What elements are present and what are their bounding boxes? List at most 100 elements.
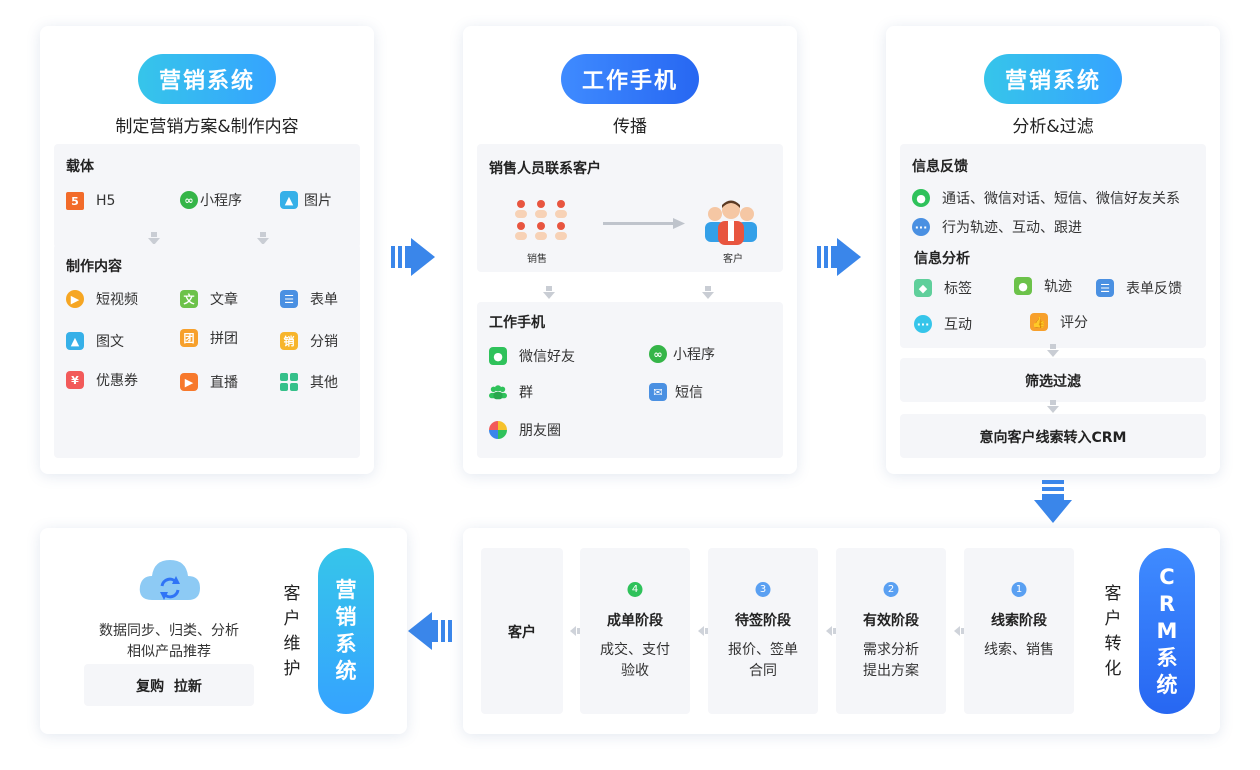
- analysis-item: ··· 互动: [914, 314, 972, 334]
- pill-char: R: [1158, 591, 1176, 616]
- carrier-panel: 载体 5 H5 ∞ 小程序 ▲ 图片: [54, 144, 360, 248]
- customer-conversion-label: 客户转化: [1103, 582, 1123, 682]
- recommend-text: 相似产品推荐: [127, 644, 211, 660]
- down-arrow-icon: [1034, 480, 1072, 523]
- feedback-panel: 信息反馈 ● 通话、微信对话、短信、微信好友关系 ··· 行为轨迹、互动、跟进 …: [900, 144, 1206, 348]
- thumbs-up-icon: 👍: [1030, 313, 1048, 331]
- channel-miniprogram: ∞ 小程序: [649, 344, 715, 364]
- analysis-item: ◆ 标签: [914, 278, 972, 298]
- analysis-item: 👍 评分: [1030, 312, 1088, 332]
- pill-char: M: [1156, 618, 1178, 643]
- carrier-image: ▲ 图片: [280, 190, 332, 210]
- down-arrow-icon: [1047, 400, 1059, 413]
- analysis-title: 信息分析: [914, 251, 970, 267]
- pill-char: C: [1159, 564, 1175, 589]
- right-arrow-icon: [817, 238, 861, 276]
- stage-desc: 需求分析提出方案: [863, 642, 919, 679]
- content-item: ▶ 直播: [180, 372, 238, 392]
- content-item: ¥ 优惠券: [66, 370, 138, 390]
- tag-icon: ◆: [914, 279, 932, 297]
- stage-name: 待签阶段: [735, 613, 791, 629]
- channel-moments: 朋友圈: [489, 420, 561, 440]
- stage-valid: 2 有效阶段 需求分析提出方案: [836, 548, 946, 714]
- channel-sms: ✉ 短信: [649, 382, 703, 402]
- pill-char: 统: [1156, 672, 1178, 697]
- work-phone-pill: 工作手机: [561, 54, 699, 104]
- feedback-item: ··· 行为轨迹、互动、跟进: [912, 217, 1082, 237]
- carrier-label: 小程序: [200, 193, 242, 209]
- content-title: 制作内容: [66, 259, 122, 275]
- down-arrow-icon: [543, 286, 555, 299]
- left-arrow-icon: [826, 626, 837, 636]
- form-icon: ☰: [1096, 279, 1114, 297]
- vertical-char: 护: [283, 659, 301, 679]
- filter-panel: 筛选过滤: [900, 358, 1206, 402]
- wechat-icon: ●: [489, 347, 507, 365]
- video-icon: ▶: [66, 290, 84, 308]
- customer-stage: 客户: [481, 548, 563, 714]
- stage-number: 2: [883, 582, 899, 597]
- customer-label: 客户: [723, 254, 743, 265]
- group-buy-icon: 团: [180, 329, 198, 347]
- carrier-title: 载体: [66, 159, 94, 175]
- article-icon: 文: [180, 290, 198, 308]
- pill-char: 系: [335, 632, 357, 656]
- stage-desc: 线索、销售: [984, 642, 1054, 658]
- channel-wechat-friend: ● 微信好友: [489, 346, 575, 366]
- analysis-item: ● 轨迹: [1014, 276, 1072, 296]
- down-arrow-icon: [148, 232, 160, 245]
- feedback-title: 信息反馈: [912, 159, 968, 175]
- image-icon: ▲: [280, 191, 298, 209]
- cloud-sync-icon: [139, 560, 200, 600]
- content-item: 文 文章: [180, 289, 238, 309]
- card-subtitle: 分析&过滤: [1012, 117, 1094, 137]
- feedback-item: ● 通话、微信对话、短信、微信好友关系: [912, 188, 1180, 208]
- sync-text: 数据同步、归类、分析: [99, 623, 239, 639]
- card-subtitle: 传播: [613, 117, 647, 137]
- repurchase-label: 复购 拉新: [136, 679, 202, 695]
- vertical-char: 化: [1104, 659, 1122, 679]
- marketing-system-pill: 营销系统: [318, 548, 374, 714]
- sales-people-icon: [515, 200, 567, 240]
- carrier-h5: 5 H5: [66, 192, 115, 210]
- chat-icon: ···: [912, 218, 930, 236]
- live-icon: ▶: [180, 373, 198, 391]
- crm-card: 客户 4 成单阶段 成交、支付验收 3 待签阶段 报价、签单合同 2 有效阶段 …: [463, 528, 1220, 734]
- phone-title: 工作手机: [489, 315, 545, 331]
- left-arrow-icon: [570, 626, 581, 636]
- miniprogram-icon: ∞: [180, 191, 198, 209]
- vertical-char: 户: [283, 609, 301, 629]
- customers-icon: [705, 200, 757, 245]
- left-arrow-icon: [408, 612, 452, 650]
- stage-number: 4: [627, 582, 643, 597]
- stage-number: 1: [1011, 582, 1027, 597]
- contact-panel: 销售人员联系客户 销售 客户: [477, 144, 783, 272]
- stage-lead: 1 线索阶段 线索、销售: [964, 548, 1074, 714]
- convert-panel: 意向客户线索转入CRM: [900, 414, 1206, 458]
- stage-desc: 报价、签单合同: [728, 642, 798, 679]
- analysis-card: 营销系统 分析&过滤 信息反馈 ● 通话、微信对话、短信、微信好友关系 ··· …: [886, 26, 1220, 474]
- stage-pending: 3 待签阶段 报价、签单合同: [708, 548, 818, 714]
- image-text-icon: ▲: [66, 332, 84, 350]
- carrier-miniprogram: ∞ 小程序: [180, 190, 242, 210]
- work-phone-card: 工作手机 传播 销售人员联系客户 销售 客户 工作手机 ● 微信好友 ∞ 小程序: [463, 26, 797, 474]
- stage-name: 有效阶段: [863, 613, 919, 629]
- form-icon: ☰: [280, 290, 298, 308]
- coupon-icon: ¥: [66, 371, 84, 389]
- vertical-char: 客: [1104, 584, 1122, 604]
- pill-char: 统: [335, 659, 357, 683]
- repurchase-box: 复购 拉新: [84, 664, 254, 706]
- customer-maintenance-card: 数据同步、归类、分析 相似产品推荐 复购 拉新 客户维护 营销系统: [40, 528, 407, 734]
- phone-channels-panel: 工作手机 ● 微信好友 ∞ 小程序 群 ✉ 短信 朋友圈: [477, 302, 783, 458]
- marketing-plan-card: 营销系统 制定营销方案&制作内容 载体 5 H5 ∞ 小程序 ▲ 图片 制作内容…: [40, 26, 374, 474]
- analysis-item: ☰ 表单反馈: [1096, 278, 1182, 298]
- stage-name: 成单阶段: [607, 613, 663, 629]
- sales-label: 销售: [527, 254, 547, 265]
- customer-label: 客户: [508, 625, 536, 641]
- content-item: ▲ 图文: [66, 331, 124, 351]
- content-item: 团 拼团: [180, 328, 238, 348]
- vertical-char: 客: [283, 584, 301, 604]
- carrier-label: 图片: [304, 193, 332, 209]
- content-item: ☰ 表单: [280, 289, 338, 309]
